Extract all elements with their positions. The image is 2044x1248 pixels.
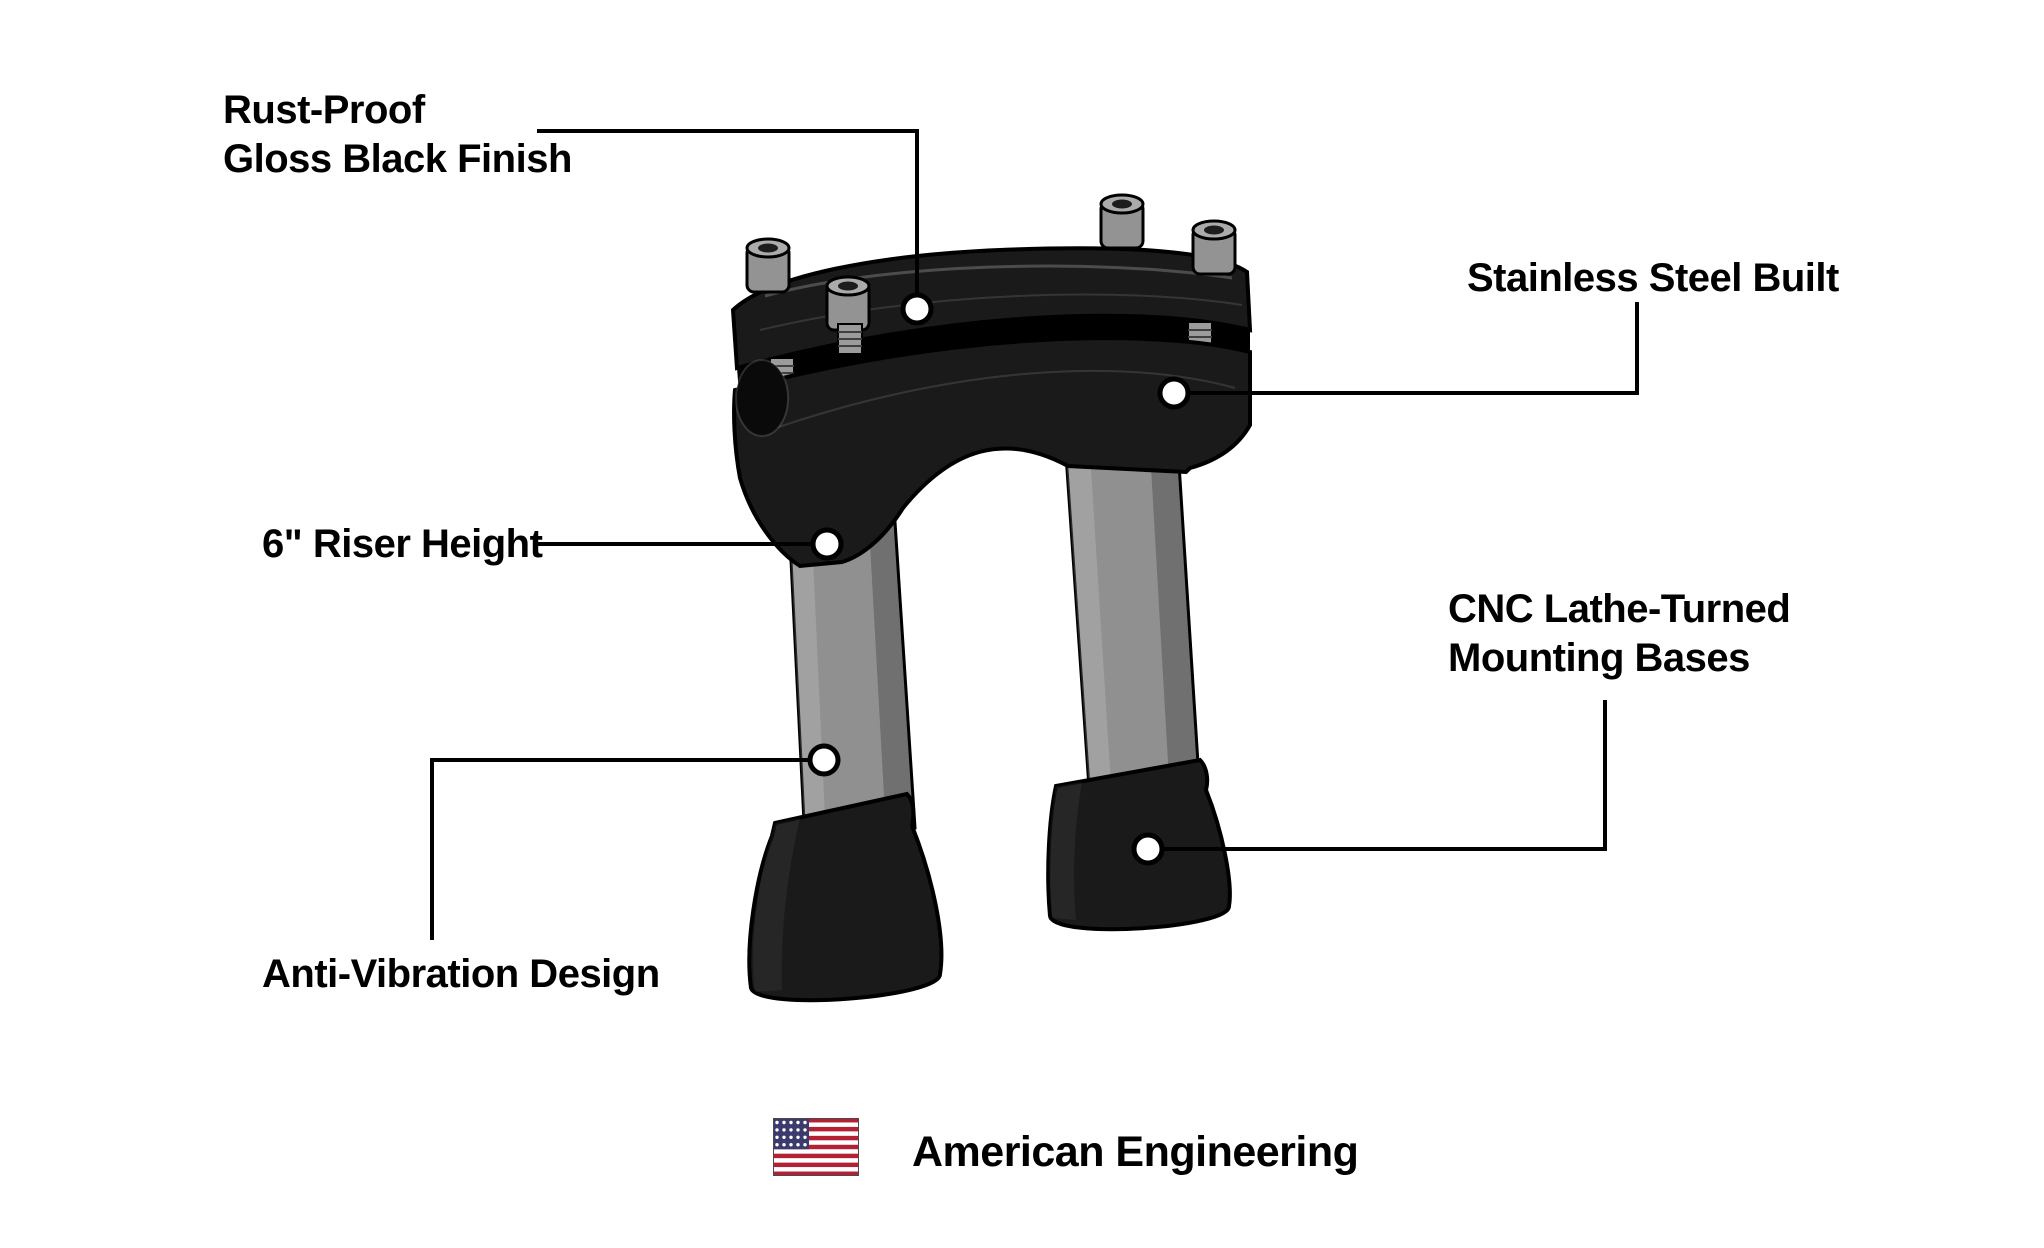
callout-label-line: Anti-Vibration Design	[262, 952, 660, 996]
callout-marker-riser	[810, 527, 844, 561]
callout-line-steel	[1190, 302, 1639, 395]
callout-label-line: Stainless Steel Built	[1467, 256, 1839, 300]
callout-label-anti-vibration: Anti-Vibration Design	[262, 950, 660, 999]
clamp-bolt-icon	[1099, 193, 1145, 250]
us-flag-icon	[773, 1118, 859, 1176]
left-riser-post	[788, 520, 917, 844]
callout-marker-finish	[900, 292, 934, 326]
clamp-bolt-icon	[745, 237, 791, 294]
callout-marker-vibration	[807, 743, 841, 777]
clamp-gap	[737, 315, 1250, 394]
callout-label-gloss-finish: Rust-Proof Gloss Black Finish	[223, 86, 572, 184]
callout-label-riser-height: 6" Riser Height	[262, 520, 543, 569]
left-mounting-base	[747, 791, 944, 1003]
handlebar-hole	[735, 359, 789, 437]
callout-label-stainless-steel: Stainless Steel Built	[1467, 254, 1839, 303]
footer-label: American Engineering	[912, 1128, 1359, 1176]
callouts	[430, 129, 1639, 940]
callout-line-vibration	[430, 758, 808, 940]
callout-marker-steel	[1157, 376, 1191, 410]
callout-label-line: CNC Lathe-Turned	[1448, 587, 1791, 631]
right-riser-post	[1064, 446, 1202, 804]
callout-label-line: Rust-Proof	[223, 88, 425, 132]
callout-label-line: 6" Riser Height	[262, 522, 543, 566]
clamp-stud-icon	[837, 323, 863, 355]
callout-label-line: Gloss Black Finish	[223, 136, 572, 181]
clamp-bolt-icon	[825, 275, 871, 332]
callout-marker-bases	[1131, 832, 1165, 866]
callout-label-mounting-bases: CNC Lathe-Turned Mounting Bases	[1448, 585, 1791, 683]
callout-line-bases	[1164, 700, 1607, 851]
top-clamp	[730, 193, 1253, 569]
clamp-lower-body	[732, 336, 1252, 569]
clamp-bolt-icon	[1191, 219, 1237, 276]
callout-line-finish	[537, 129, 919, 293]
callout-label-line: Mounting Bases	[1448, 635, 1750, 680]
